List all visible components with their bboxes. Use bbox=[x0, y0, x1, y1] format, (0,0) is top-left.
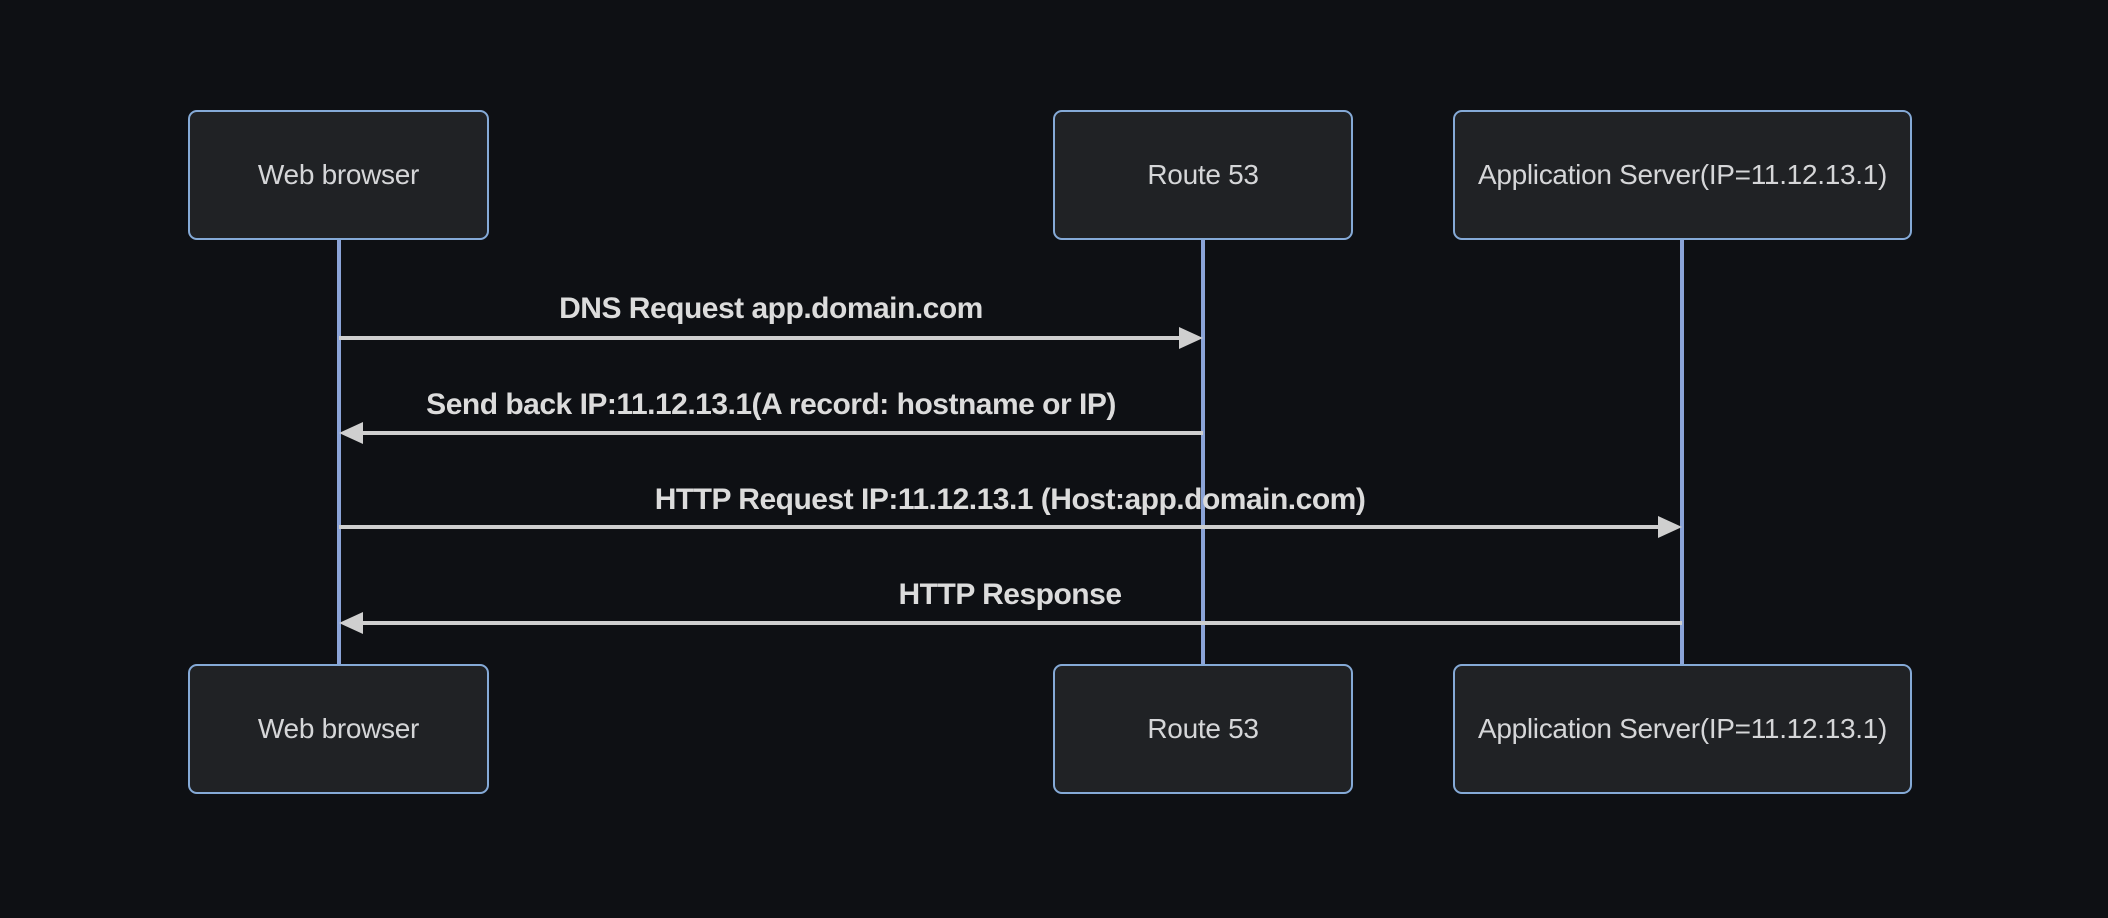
arrowhead-right-icon bbox=[1658, 516, 1682, 538]
message-arrow-line bbox=[363, 431, 1203, 435]
message-label-http-request: HTTP Request IP:11.12.13.1 (Host:app.dom… bbox=[654, 483, 1366, 516]
message-label-http-response: HTTP Response bbox=[898, 578, 1123, 611]
actor-label: Web browser bbox=[257, 159, 420, 190]
message-label-send-back-ip: Send back IP:11.12.13.1(A record: hostna… bbox=[426, 388, 1116, 421]
actor-label: Web browser bbox=[257, 713, 420, 744]
actor-label: Route 53 bbox=[1147, 159, 1259, 190]
lifeline-web-browser bbox=[337, 240, 341, 664]
actor-box-route53-bottom: Route 53 bbox=[1053, 664, 1353, 794]
actor-box-web-browser-top: Web browser bbox=[188, 110, 489, 240]
lifeline-app-server bbox=[1680, 240, 1684, 664]
actor-label: Application Server(IP=11.12.13.1) bbox=[1477, 713, 1888, 744]
actor-box-web-browser-bottom: Web browser bbox=[188, 664, 489, 794]
actor-box-app-server-top: Application Server(IP=11.12.13.1) bbox=[1453, 110, 1912, 240]
arrowhead-left-icon bbox=[339, 422, 363, 444]
message-label-dns-request: DNS Request app.domain.com bbox=[559, 292, 983, 325]
arrowhead-right-icon bbox=[1179, 327, 1203, 349]
actor-label: Route 53 bbox=[1147, 713, 1259, 744]
message-arrow-line bbox=[339, 336, 1181, 340]
actor-label: Application Server(IP=11.12.13.1) bbox=[1477, 159, 1888, 190]
actor-box-route53-top: Route 53 bbox=[1053, 110, 1353, 240]
message-arrow-line bbox=[363, 621, 1682, 625]
lifeline-route53 bbox=[1201, 240, 1205, 664]
arrowhead-left-icon bbox=[339, 612, 363, 634]
message-arrow-line bbox=[339, 525, 1658, 529]
actor-box-app-server-bottom: Application Server(IP=11.12.13.1) bbox=[1453, 664, 1912, 794]
